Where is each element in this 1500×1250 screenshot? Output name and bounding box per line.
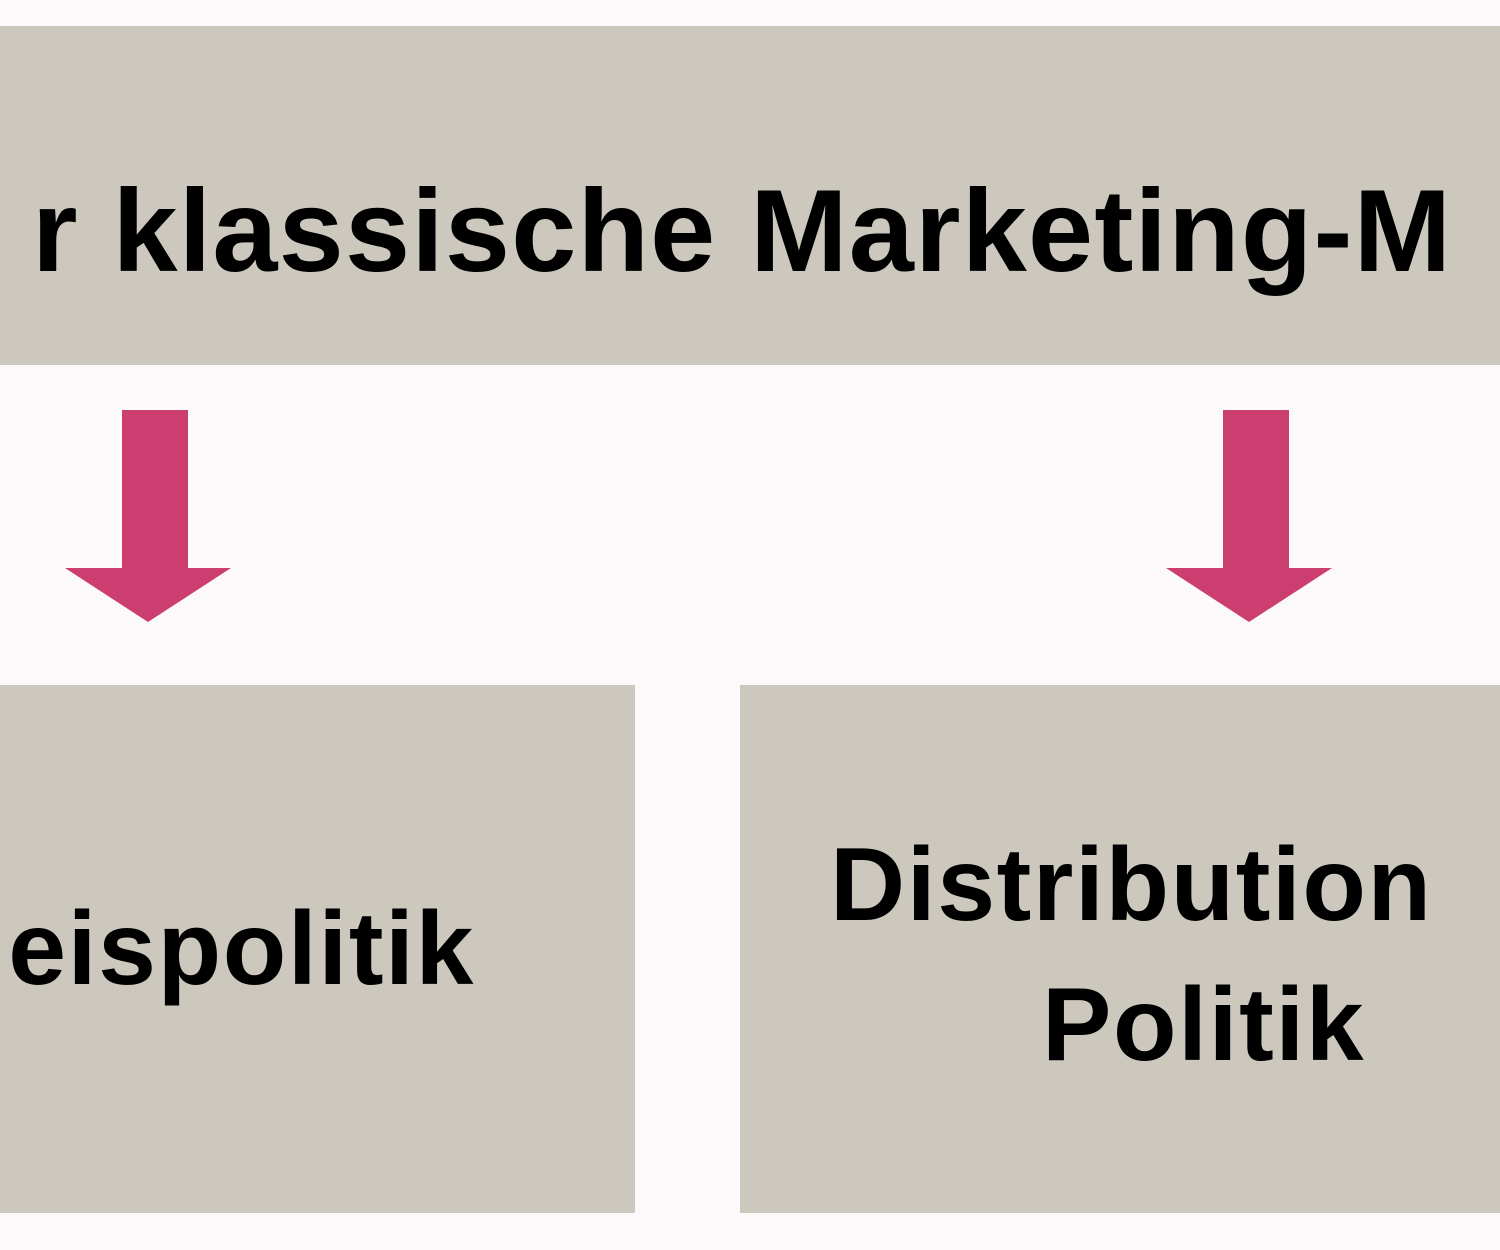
distribution-politik-label: Distribution Politik xyxy=(830,815,1433,1095)
arrow-right-shape xyxy=(1166,410,1332,622)
preispolitik-label: eispolitik xyxy=(8,891,475,1007)
arrow-left-shape xyxy=(65,410,231,622)
header-box: r klassische Marketing-M xyxy=(0,26,1500,365)
distribution-label-line1: Distribution xyxy=(830,827,1433,943)
distribution-politik-box: Distribution Politik xyxy=(740,685,1500,1213)
distribution-label-line2: Politik xyxy=(1042,967,1366,1083)
arrow-down-left-icon xyxy=(65,410,231,622)
arrow-down-right-icon xyxy=(1166,410,1332,622)
header-title: r klassische Marketing-M xyxy=(32,165,1453,296)
preispolitik-box: eispolitik xyxy=(0,685,635,1213)
